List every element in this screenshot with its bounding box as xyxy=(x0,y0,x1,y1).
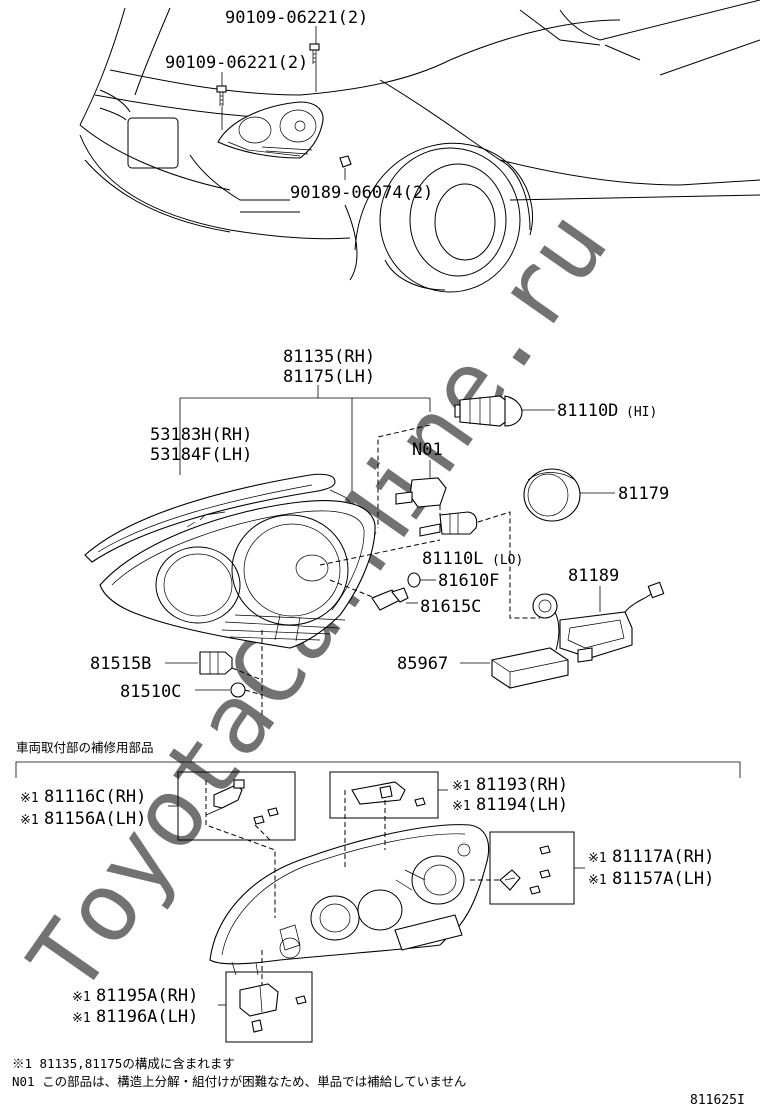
igniter-cover-81189 xyxy=(559,581,665,663)
screw-kit-a xyxy=(253,807,279,825)
callout-headlamp-rh: 81135(RH) xyxy=(283,347,375,367)
callout-kit-c-lh: 81157A(LH) xyxy=(612,869,714,889)
screw-kit-b xyxy=(414,797,426,807)
callout-bulb-lo-number: 81110L xyxy=(422,549,483,569)
bracket-81117a xyxy=(499,869,521,891)
mark-kit-a-rh: ※1 xyxy=(20,791,39,806)
callout-headlamp-lh: 81175(LH) xyxy=(283,367,375,387)
headlamp-computer-85967 xyxy=(491,647,569,689)
bulb-81110l-lo xyxy=(419,511,478,537)
bolt-90109-lower xyxy=(216,85,227,106)
bolt-90109-upper xyxy=(309,43,320,64)
nut-90189 xyxy=(339,155,352,168)
vehicle-front-illustration xyxy=(79,0,760,293)
callout-kit-d-lh: 81196A(LH) xyxy=(96,1007,198,1027)
figure-id: 811625I xyxy=(690,1093,745,1108)
callout-bulb-lo-tag: (LO) xyxy=(492,553,523,568)
footnote-1: ※1 81135,81175の構成に含まれます xyxy=(12,1056,235,1071)
callout-kit-b-lh: 81194(LH) xyxy=(476,795,568,815)
mark-kit-d-lh: ※1 xyxy=(72,1011,91,1026)
callout-kit-a-lh: 81156A(LH) xyxy=(44,809,146,829)
callout-computer: 85967 xyxy=(397,654,448,674)
callout-socket-515: 81515B xyxy=(90,654,151,674)
callout-bulb-hi-tag: (HI) xyxy=(626,405,657,420)
headlamp-assembly-81135 xyxy=(99,489,376,649)
callout-bulb-hi-number: 81110D xyxy=(557,401,618,421)
callout-bulb-610: 81610F xyxy=(438,571,499,591)
callout-kit-d-rh: 81195A(RH) xyxy=(96,986,198,1006)
callout-nut: 90189-06074(2) xyxy=(290,183,433,203)
bracket-81195a xyxy=(239,983,279,1017)
callout-bulb-510: 81510C xyxy=(120,682,181,702)
screw-kit-c xyxy=(529,845,551,895)
repair-parts-heading: 車両取付部の補修用部品 xyxy=(16,740,154,755)
callout-kit-a-rh: 81116C(RH) xyxy=(44,787,146,807)
bracket-81116c xyxy=(205,779,245,816)
screw-kit-d xyxy=(251,995,307,1033)
mark-kit-b-rh: ※1 xyxy=(452,779,471,794)
callout-moulding-rh: 53183H(RH) xyxy=(150,425,252,445)
socket-81615c xyxy=(371,587,409,611)
bulb-81110d-hi xyxy=(454,395,523,427)
headlamp-rear-view xyxy=(209,824,490,976)
callout-socket-615: 81615C xyxy=(420,597,481,617)
socket-cover-81179 xyxy=(523,468,581,522)
footnote-2: N01 この部品は、構造上分解・組付けが困難なため、単品では補給していません xyxy=(12,1074,466,1089)
bulb-81510c xyxy=(230,682,246,698)
bracket-81193 xyxy=(351,781,406,805)
mark-kit-c-rh: ※1 xyxy=(588,851,607,866)
socket-81515b xyxy=(199,651,233,675)
mark-kit-b-lh: ※1 xyxy=(452,799,471,814)
mark-kit-d-rh: ※1 xyxy=(72,990,91,1005)
callout-kit-c-rh: 81117A(RH) xyxy=(612,847,714,867)
callout-cover: 81179 xyxy=(618,484,669,504)
repair-kit-d-box xyxy=(225,971,313,1043)
callout-moulding-lh: 53184F(LH) xyxy=(150,445,252,465)
callout-ballast-cover: 81189 xyxy=(568,566,619,586)
callout-n01: N01 xyxy=(412,440,443,460)
connector-socket xyxy=(532,593,558,619)
repair-kit-b-box xyxy=(329,771,439,819)
callout-kit-b-rh: 81193(RH) xyxy=(476,775,568,795)
mark-kit-a-lh: ※1 xyxy=(20,813,39,828)
mark-kit-c-lh: ※1 xyxy=(588,873,607,888)
callout-bolt-lower: 90109-06221(2) xyxy=(165,53,308,73)
callout-bolt-upper: 90109-06221(2) xyxy=(225,8,368,28)
bulb-81610f xyxy=(407,572,421,588)
headlamp-moulding-53183 xyxy=(84,473,336,563)
